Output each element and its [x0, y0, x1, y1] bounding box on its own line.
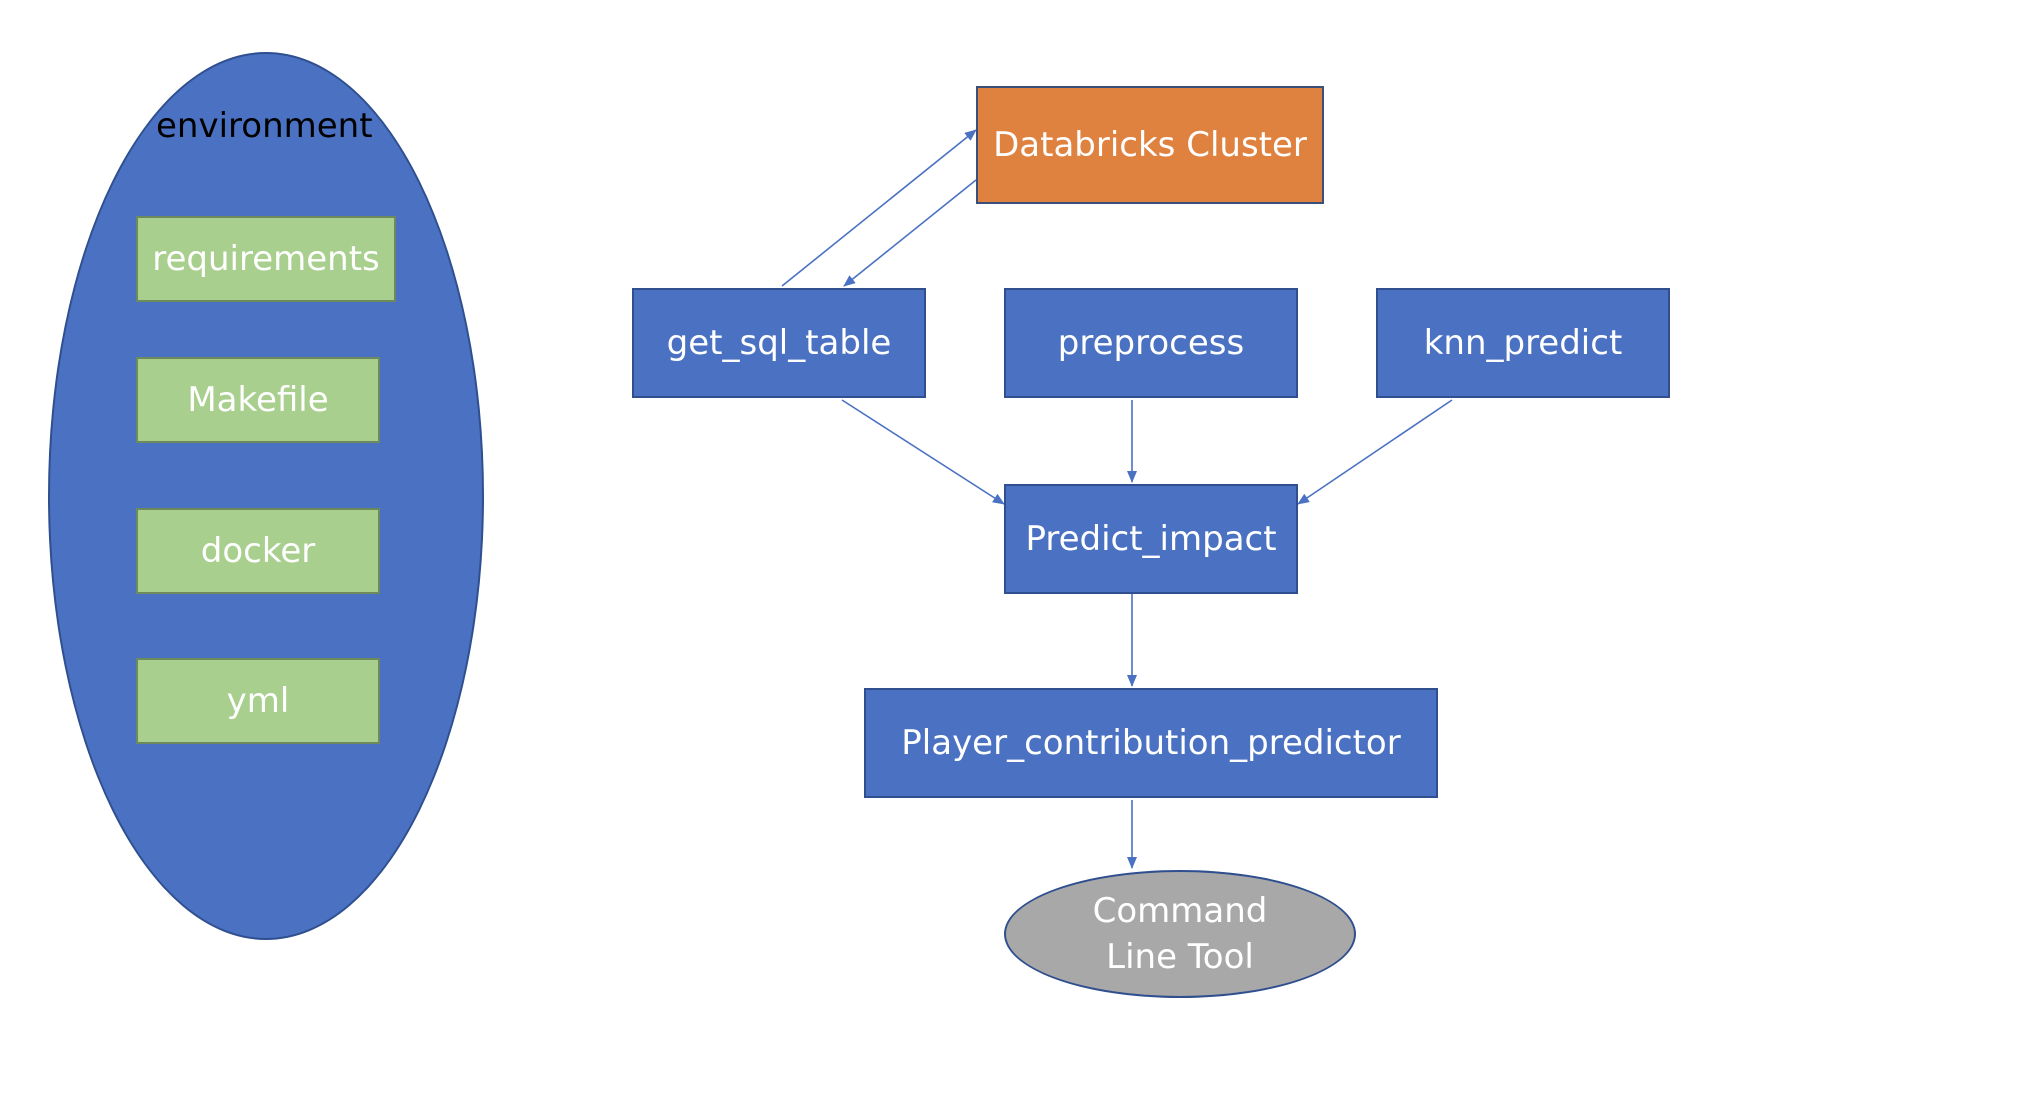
- env-item-makefile: Makefile: [136, 357, 380, 443]
- node-preprocess: preprocess: [1004, 288, 1298, 398]
- node-command-line-tool: Command Line Tool: [1004, 870, 1356, 998]
- node-databricks-cluster: Databricks Cluster: [976, 86, 1324, 204]
- env-item-requirements: requirements: [136, 216, 396, 302]
- node-knn-predict: knn_predict: [1376, 288, 1670, 398]
- edge-get-sql-to-databricks: [781, 129, 977, 287]
- env-item-docker: docker: [136, 508, 380, 594]
- environment-title: environment: [156, 106, 373, 146]
- edge-databricks-to-get-sql: [843, 179, 977, 287]
- cli-label-line-1: Command: [1092, 891, 1268, 931]
- node-get-sql-table: get_sql_table: [632, 288, 926, 398]
- cli-label-line-2: Line Tool: [1106, 937, 1254, 977]
- node-predict-impact: Predict_impact: [1004, 484, 1298, 594]
- edge-get-sql-to-predict-impact: [841, 399, 1005, 505]
- environment-group: [48, 52, 484, 940]
- edge-knn-to-predict-impact: [1297, 399, 1453, 505]
- node-player-contribution-predictor: Player_contribution_predictor: [864, 688, 1438, 798]
- env-item-yml: yml: [136, 658, 380, 744]
